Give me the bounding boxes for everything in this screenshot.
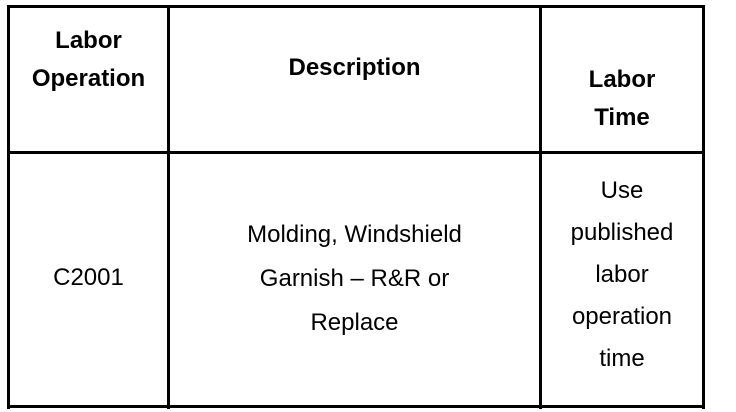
header-labor-operation-line1: Labor [55,27,122,54]
description-line3: Replace [310,309,399,336]
header-labor-time-line1: Labor [588,66,656,93]
cell-labor-time: Use published labor operation time [542,170,702,380]
labor-time-line1: Use [600,177,644,204]
cell-labor-operation: C2001 [10,256,167,300]
labor-time-line3: labor [595,261,649,288]
table-border-right [702,5,705,409]
labor-time-line4: operation [571,303,673,330]
table-border-left [7,5,10,409]
table-col-divider-1 [167,5,170,409]
header-labor-operation-line2: Operation [31,65,146,92]
header-labor-time-line2: Time [594,104,650,131]
table-border-top [7,5,705,8]
description-line2: Garnish – R&R or [259,265,450,292]
description-line1: Molding, Windshield [247,221,462,248]
header-description: Description [170,48,539,88]
labor-operation-code: C2001 [53,264,124,291]
table-border-bottom [7,405,705,408]
cell-description: Molding, Windshield Garnish – R&R or Rep… [170,213,539,345]
header-description-label: Description [288,54,421,81]
table-header-divider [7,151,705,154]
header-labor-time: Labor Time [542,60,702,138]
labor-time-line5: time [599,345,645,372]
header-labor-operation: Labor Operation [10,22,167,98]
labor-time-line2: published [570,219,674,246]
table-col-divider-2 [539,5,542,409]
